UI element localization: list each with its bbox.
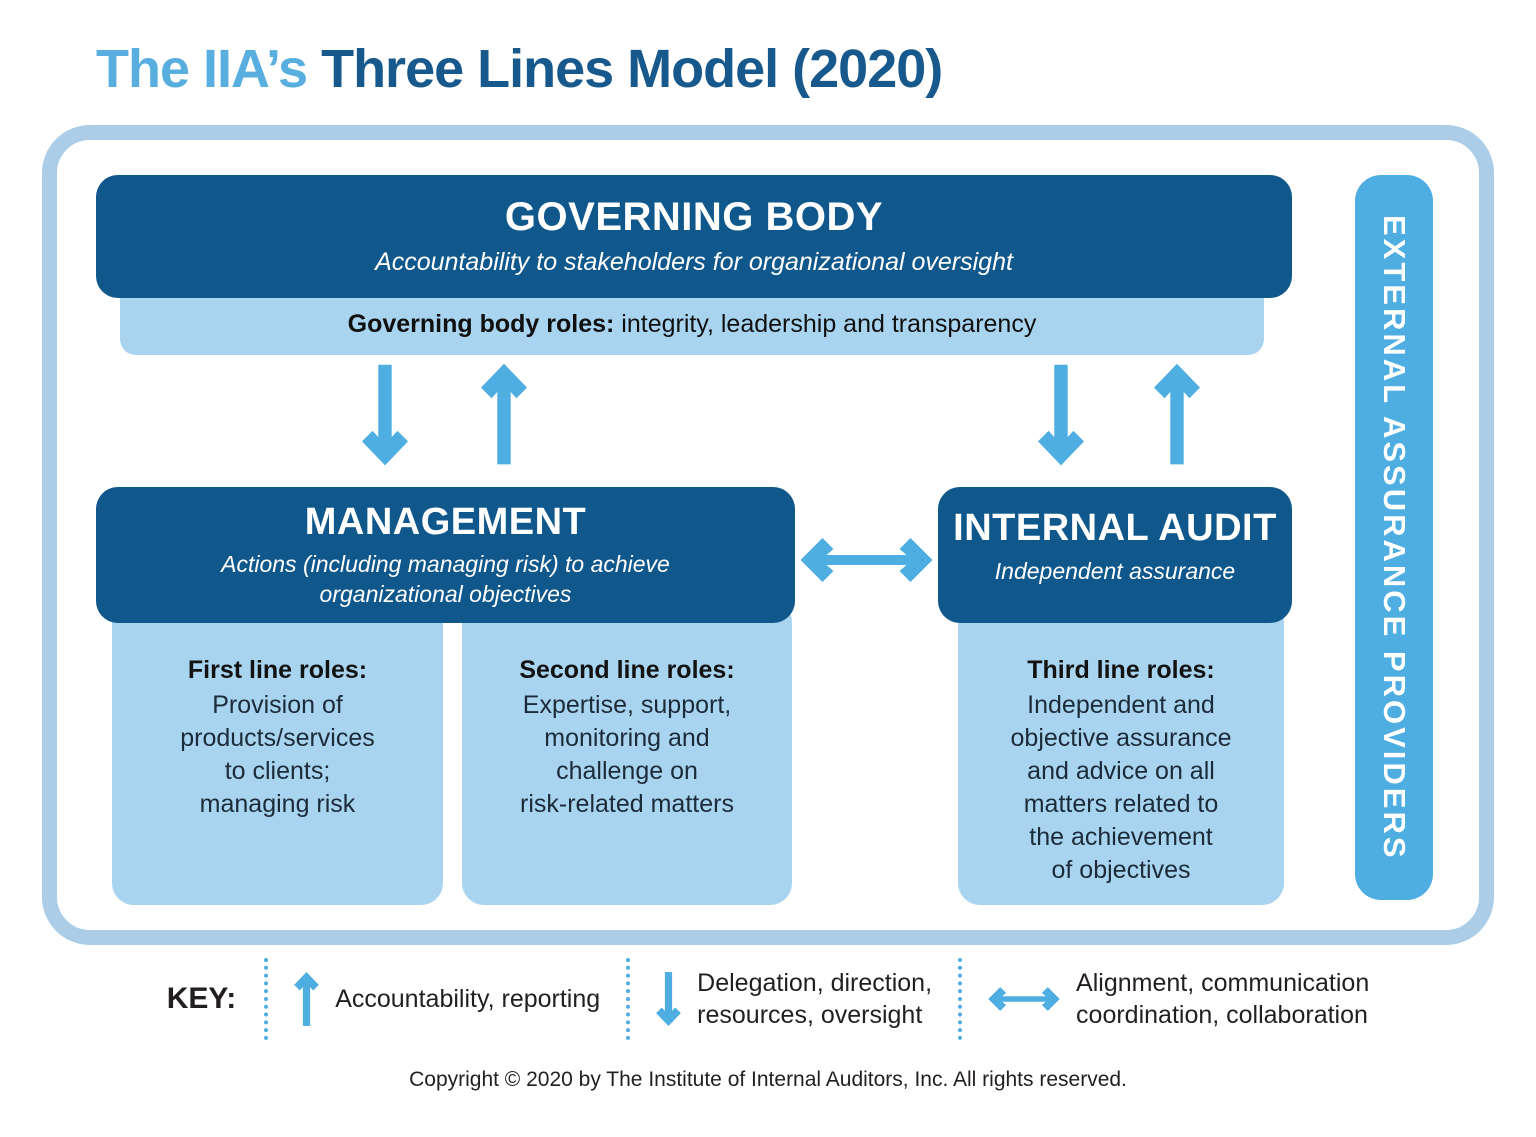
key-separator xyxy=(958,958,963,1040)
alignment-arrow-icon xyxy=(800,536,933,584)
first-line-roles-box: First line roles: Provision of products/… xyxy=(112,600,443,905)
second-line-roles-title: Second line roles: xyxy=(519,656,735,684)
page-title-main: Three Lines Model (2020) xyxy=(321,39,943,99)
first-line-roles-title: First line roles: xyxy=(187,656,368,684)
second-line-roles-body: Expertise, support, monitoring and chall… xyxy=(520,691,734,818)
delegation-arrow-left-icon xyxy=(362,364,408,466)
governing-body-box: GOVERNING BODY Accountability to stakeho… xyxy=(96,175,1292,298)
delegation-arrow-right-icon xyxy=(1038,364,1084,466)
key-legend: KEY: Accountability, reporting Delegatio… xyxy=(0,958,1536,1040)
page-title-prefix: The IIA’s xyxy=(96,39,322,99)
governing-body-roles-line: Governing body roles: integrity, leaders… xyxy=(348,310,1037,339)
key-item-alignment: Alignment, communication coordination, c… xyxy=(988,967,1369,1031)
accountability-arrow-right-icon xyxy=(1154,362,1200,466)
key-item-delegation: Delegation, direction, resources, oversi… xyxy=(656,967,932,1031)
external-assurance-providers-label: EXTERNAL ASSURANCE PROVIDERS xyxy=(1377,214,1412,861)
internal-audit-title: INTERNAL AUDIT xyxy=(953,507,1277,549)
third-line-roles-title: Third line roles: xyxy=(1027,656,1215,684)
key-item-alignment-text: Alignment, communication coordination, c… xyxy=(1076,969,1370,1029)
external-assurance-providers-bar: EXTERNAL ASSURANCE PROVIDERS xyxy=(1355,175,1433,900)
key-label: KEY: xyxy=(166,982,237,1015)
key-separator xyxy=(626,958,631,1040)
first-line-roles-body: Provision of products/services to client… xyxy=(180,691,375,818)
copyright-text: Copyright © 2020 by The Institute of Int… xyxy=(409,1068,1127,1091)
up-arrow-icon xyxy=(294,972,320,1026)
key-item-delegation-text: Delegation, direction, resources, oversi… xyxy=(697,969,933,1029)
governing-body-subtitle: Accountability to stakeholders for organ… xyxy=(375,248,1013,276)
double-arrow-icon xyxy=(988,987,1060,1011)
management-title: MANAGEMENT xyxy=(304,501,587,543)
governing-body-roles-label: Governing body roles: xyxy=(347,310,615,338)
governing-body-title: GOVERNING BODY xyxy=(504,195,884,239)
page-title: The IIA’s Three Lines Model (2020) xyxy=(96,38,943,100)
key-separator xyxy=(264,958,269,1040)
key-item-accountability-text: Accountability, reporting xyxy=(335,985,601,1013)
second-line-roles-box: Second line roles: Expertise, support, m… xyxy=(462,600,792,905)
management-box: MANAGEMENT Actions (including managing r… xyxy=(96,487,795,623)
internal-audit-subtitle: Independent assurance xyxy=(994,558,1236,584)
internal-audit-box: INTERNAL AUDIT Independent assurance xyxy=(938,487,1292,623)
governing-body-roles-text: integrity, leadership and transparency xyxy=(614,310,1037,338)
key-item-accountability: Accountability, reporting xyxy=(294,972,600,1026)
third-line-roles-box: Third line roles: Independent and object… xyxy=(958,600,1284,905)
down-arrow-icon xyxy=(656,972,682,1026)
third-line-roles-body: Independent and objective assurance and … xyxy=(1010,691,1232,884)
accountability-arrow-left-icon xyxy=(481,362,527,466)
management-subtitle: Actions (including managing risk) to ach… xyxy=(221,551,670,607)
